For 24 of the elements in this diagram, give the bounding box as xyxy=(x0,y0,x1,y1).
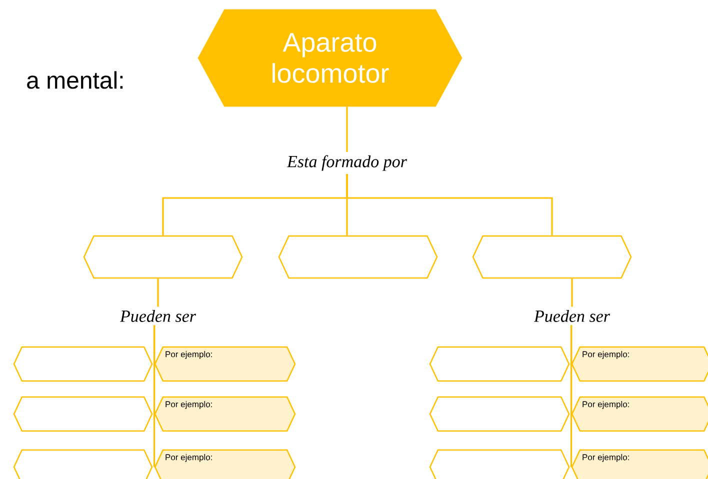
connector-line xyxy=(157,278,159,307)
example-box: Por ejemplo: xyxy=(571,346,708,382)
hexagon-box xyxy=(429,396,570,432)
linking-phrase: Pueden ser xyxy=(120,310,196,322)
example-box: Por ejemplo: xyxy=(154,449,296,479)
hexagon-box xyxy=(278,235,438,279)
example-box: Por ejemplo: xyxy=(154,346,296,382)
hexagon-box xyxy=(83,235,243,279)
title-hexagon: Aparato locomotor xyxy=(198,9,462,107)
example-box: Por ejemplo: xyxy=(571,449,708,479)
connector-line xyxy=(571,278,573,307)
hexagon-box xyxy=(429,346,570,382)
example-box: Por ejemplo: xyxy=(571,396,708,432)
connector-line xyxy=(346,174,553,236)
connector-line xyxy=(346,106,348,152)
heading-text: a mental: xyxy=(27,71,123,89)
hexagon-box xyxy=(13,449,153,479)
linking-phrase: Esta formado por xyxy=(286,155,408,171)
linking-phrase: Pueden ser xyxy=(534,310,610,322)
example-box: Por ejemplo: xyxy=(154,396,296,432)
hexagon-box xyxy=(13,346,153,382)
hexagon-box xyxy=(429,449,570,479)
hexagon-box xyxy=(13,396,153,432)
hexagon-box xyxy=(472,235,632,279)
